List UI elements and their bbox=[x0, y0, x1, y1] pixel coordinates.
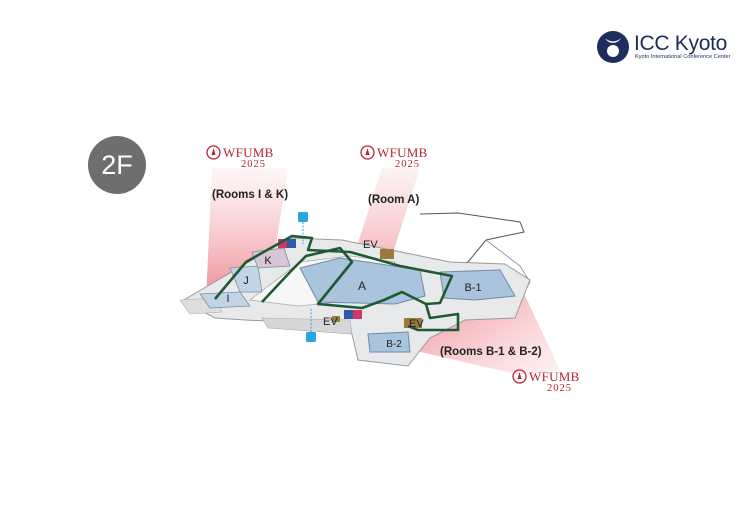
site-outline bbox=[419, 212, 525, 271]
route-line-2 bbox=[261, 246, 427, 310]
beam-rooms-ik bbox=[206, 168, 288, 300]
room-label-b1: B-1 bbox=[464, 282, 481, 294]
callout-rooms-ik: (Rooms I & K) bbox=[212, 189, 289, 201]
event-year: 2025 bbox=[547, 383, 572, 394]
room-label-a: A bbox=[358, 279, 366, 293]
event-name: WFUMB bbox=[529, 369, 580, 384]
icc-kyoto-logo-icon bbox=[597, 31, 629, 63]
callout-rooms-b: (Rooms B-1 & B-2) bbox=[440, 346, 542, 358]
beam-rooms-b bbox=[412, 285, 560, 375]
elevator-label-2: EV bbox=[323, 316, 338, 328]
logo-name: ICC Kyoto bbox=[634, 32, 727, 55]
callout-room-a: (Room A) bbox=[368, 194, 420, 206]
elevator-label-1: EV bbox=[363, 239, 378, 251]
stairs-marks bbox=[332, 249, 422, 328]
event-name: WFUMB bbox=[223, 145, 274, 160]
elevator-label-3: EV bbox=[409, 318, 424, 330]
event-mark-room-a: WFUMB 2025 bbox=[360, 142, 440, 176]
restroom-icon bbox=[278, 239, 362, 319]
event-mark-rooms-ik: WFUMB 2025 bbox=[206, 142, 286, 176]
wfumb-emblem-icon bbox=[512, 369, 527, 384]
icc-kyoto-logo: ICC Kyoto Kyoto International Conference… bbox=[596, 30, 736, 64]
logo-subtitle: Kyoto International Conference Center bbox=[635, 54, 731, 60]
room-i bbox=[199, 291, 251, 309]
room-label-k: K bbox=[264, 255, 272, 267]
room-label-b2: B-2 bbox=[386, 339, 402, 350]
event-mark-rooms-b: WFUMB 2025 bbox=[512, 366, 592, 400]
room-label-j: J bbox=[243, 275, 249, 287]
room-b2 bbox=[367, 331, 411, 353]
wfumb-emblem-icon bbox=[360, 145, 375, 160]
wfumb-emblem-icon bbox=[206, 145, 221, 160]
room-label-i: I bbox=[226, 293, 229, 305]
info-kiosk-icon bbox=[298, 212, 316, 342]
event-year: 2025 bbox=[241, 159, 266, 170]
event-name: WFUMB bbox=[377, 145, 428, 160]
route-line bbox=[214, 234, 460, 332]
floor-indicator: 2F bbox=[88, 136, 146, 194]
event-year: 2025 bbox=[395, 159, 420, 170]
